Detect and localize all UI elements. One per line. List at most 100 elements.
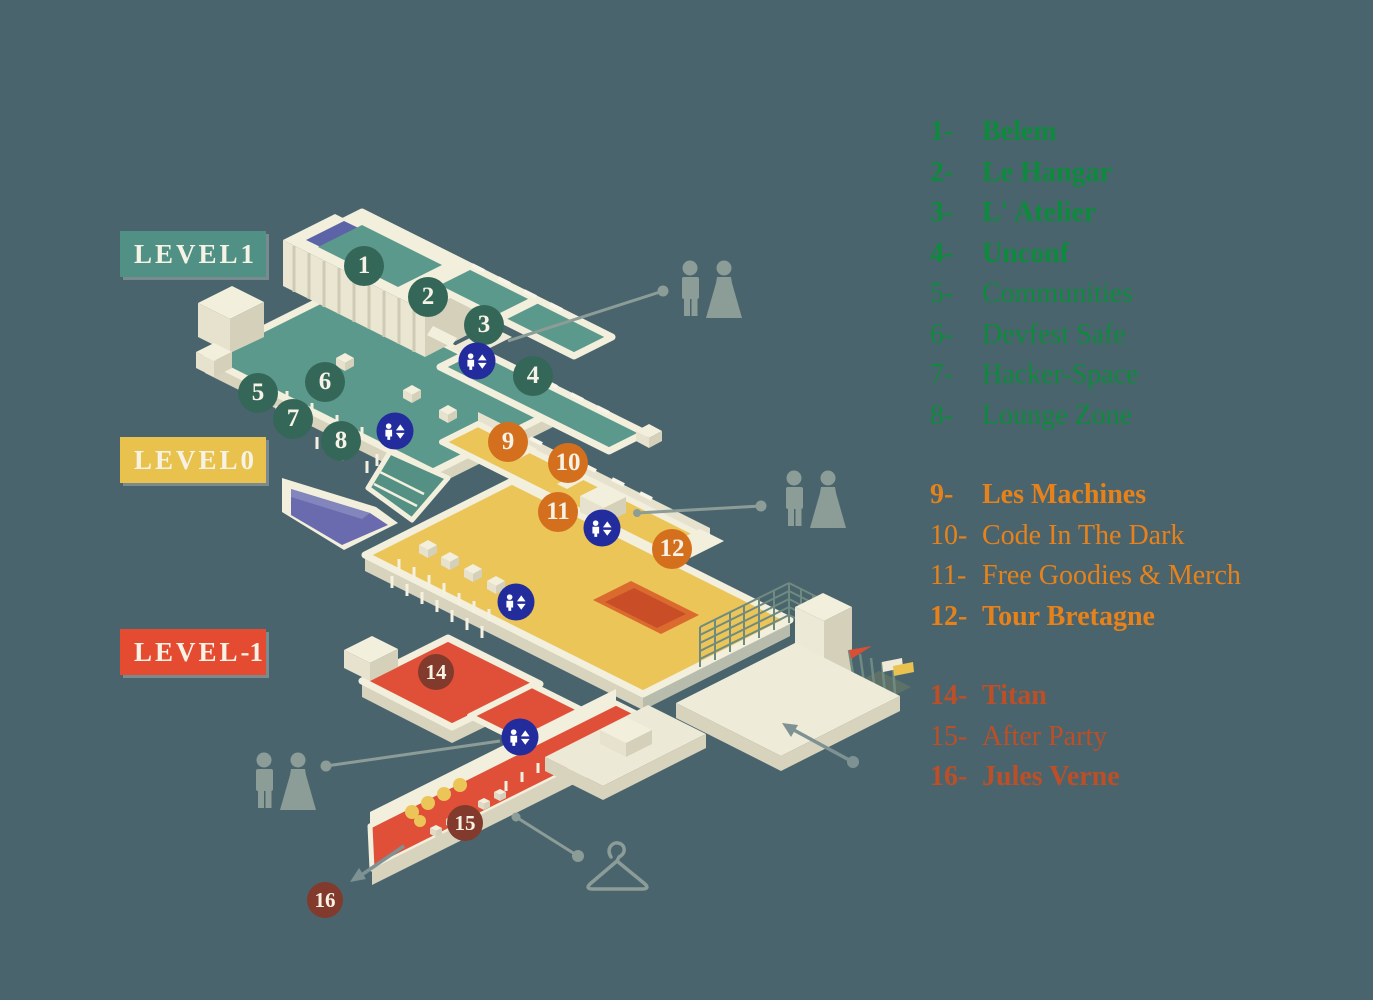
chair-ticks-level0 <box>390 559 491 638</box>
level-1-label: LEVEL 1 <box>120 231 266 277</box>
legend-item-6: 6- Devfest Safe <box>930 315 1360 356</box>
legend-item-11: 11- Free Goodies & Merch <box>930 556 1360 597</box>
level-0-label-number: 0 <box>240 444 255 475</box>
legend: 1- Belem 2- Le Hangar 3- L' Atelier 4- Unconf 5-… <box>930 112 1360 837</box>
legend-item-label: Jules Verne <box>982 761 1120 793</box>
legend-item-5: 5- Communities <box>930 274 1360 315</box>
exit-arrow-to-16 <box>350 844 405 882</box>
legend-item-1: 1- Belem <box>930 112 1360 153</box>
legend-item-9: 9- Les Machines <box>930 475 1360 516</box>
map-marker-9: 9 <box>488 422 528 462</box>
seat-dots <box>405 778 467 827</box>
map-marker-15: 15 <box>447 805 483 841</box>
legend-item-label: Lounge Zone <box>982 399 1133 431</box>
legend-item-number: 2- <box>930 156 954 188</box>
legend-item-2: 2- Le Hangar <box>930 153 1360 194</box>
legend-item-15: 15- After Party <box>930 717 1360 758</box>
legend-item-number: 16- <box>930 761 968 793</box>
legend-item-number: 3- <box>930 197 954 229</box>
legend-item-number: 11- <box>930 560 967 592</box>
map-marker-12: 12 <box>652 529 692 569</box>
level-1-label-number: 1 <box>240 238 255 269</box>
elevator-badge-0 <box>458 342 496 380</box>
elevator-icon <box>510 728 530 746</box>
elevator-icon <box>467 352 487 370</box>
legend-item-number: 1- <box>930 116 954 148</box>
red-flag <box>849 646 872 659</box>
legend-item-label: Free Goodies & Merch <box>982 560 1241 592</box>
entrance-complex <box>545 643 900 800</box>
legend-item-number: 10- <box>930 519 968 551</box>
elevator-icon <box>506 593 526 611</box>
entrance-plaza <box>676 643 900 756</box>
legend-group-0: 1- Belem 2- Le Hangar 3- L' Atelier 4- Unconf 5-… <box>930 112 1360 436</box>
level-1-label-text: LEVEL <box>134 238 241 269</box>
entrance-arrow <box>782 723 859 768</box>
elevator-badge-2 <box>583 509 621 547</box>
legend-item-label: After Party <box>982 720 1108 752</box>
level-minus1-label-text: LEVEL <box>134 636 241 667</box>
level-0-label-text: LEVEL <box>134 444 241 475</box>
chair-ticks-levelm1 <box>504 763 540 791</box>
legend-item-number: 8- <box>930 399 954 431</box>
legend-item-3: 3- L' Atelier <box>930 193 1360 234</box>
level-0-label: LEVEL 0 <box>120 437 266 483</box>
map-marker-14: 14 <box>418 654 454 690</box>
legend-item-label: Les Machines <box>982 479 1147 511</box>
map-marker-5: 5 <box>238 373 278 413</box>
map-marker-10: 10 <box>548 443 588 483</box>
map-marker-3: 3 <box>464 305 504 345</box>
map-marker-1: 1 <box>344 246 384 286</box>
elevator-badge-3 <box>497 583 535 621</box>
map-marker-7: 7 <box>273 399 313 439</box>
legend-item-16: 16- Jules Verne <box>930 757 1360 798</box>
legend-item-number: 9- <box>930 479 954 511</box>
elevator-badge-1 <box>376 412 414 450</box>
map-marker-16: 16 <box>307 882 343 918</box>
legend-group-1: 9- Les Machines 10- Code In The Dark 11- Free… <box>930 475 1360 637</box>
map-marker-11: 11 <box>538 492 578 532</box>
level-minus1-label-number: -1 <box>240 636 264 667</box>
legend-item-number: 4- <box>930 237 954 269</box>
legend-item-number: 15- <box>930 720 968 752</box>
yellow-flag <box>893 662 914 676</box>
legend-item-number: 7- <box>930 359 954 391</box>
legend-item-number: 6- <box>930 318 954 350</box>
legend-item-label: Code In The Dark <box>982 519 1185 551</box>
leader-lines <box>320 285 767 862</box>
legend-item-label: L' Atelier <box>982 197 1097 229</box>
legend-item-7: 7- Hacker-Space <box>930 355 1360 396</box>
legend-item-label: Belem <box>982 116 1057 148</box>
coat-hanger-icon <box>586 841 649 891</box>
legend-item-label: Titan <box>982 680 1047 712</box>
stairs-stripes <box>292 246 416 352</box>
legend-item-label: Devfest Safe <box>982 318 1126 350</box>
elevator-icon <box>385 422 405 440</box>
map-marker-2: 2 <box>408 277 448 317</box>
map-marker-4: 4 <box>513 356 553 396</box>
legend-item-4: 4- Unconf <box>930 234 1360 275</box>
legend-item-8: 8- Lounge Zone <box>930 396 1360 437</box>
elevator-icon <box>592 519 612 537</box>
legend-item-12: 12- Tour Bretagne <box>930 597 1360 638</box>
elevator-badge-4 <box>501 718 539 756</box>
legend-item-number: 5- <box>930 278 954 310</box>
legend-group-2: 14- Titan 15- After Party 16- Jules Verne <box>930 676 1360 798</box>
legend-item-label: Unconf <box>982 237 1070 269</box>
level-minus1-label: LEVEL -1 <box>120 629 266 675</box>
legend-item-label: Le Hangar <box>982 156 1112 188</box>
legend-item-14: 14- Titan <box>930 676 1360 717</box>
legend-item-10: 10- Code In The Dark <box>930 516 1360 557</box>
map-marker-6: 6 <box>305 362 345 402</box>
restrooms-figures-level1 <box>682 260 742 318</box>
restrooms-figures-level0 <box>786 470 846 528</box>
escalator <box>593 581 699 634</box>
map-marker-8: 8 <box>321 421 361 461</box>
legend-item-number: 12- <box>930 600 968 632</box>
legend-item-label: Communities <box>982 278 1133 310</box>
legend-item-number: 14- <box>930 680 968 712</box>
legend-item-label: Tour Bretagne <box>982 600 1155 632</box>
legend-item-label: Hacker-Space <box>982 359 1139 391</box>
